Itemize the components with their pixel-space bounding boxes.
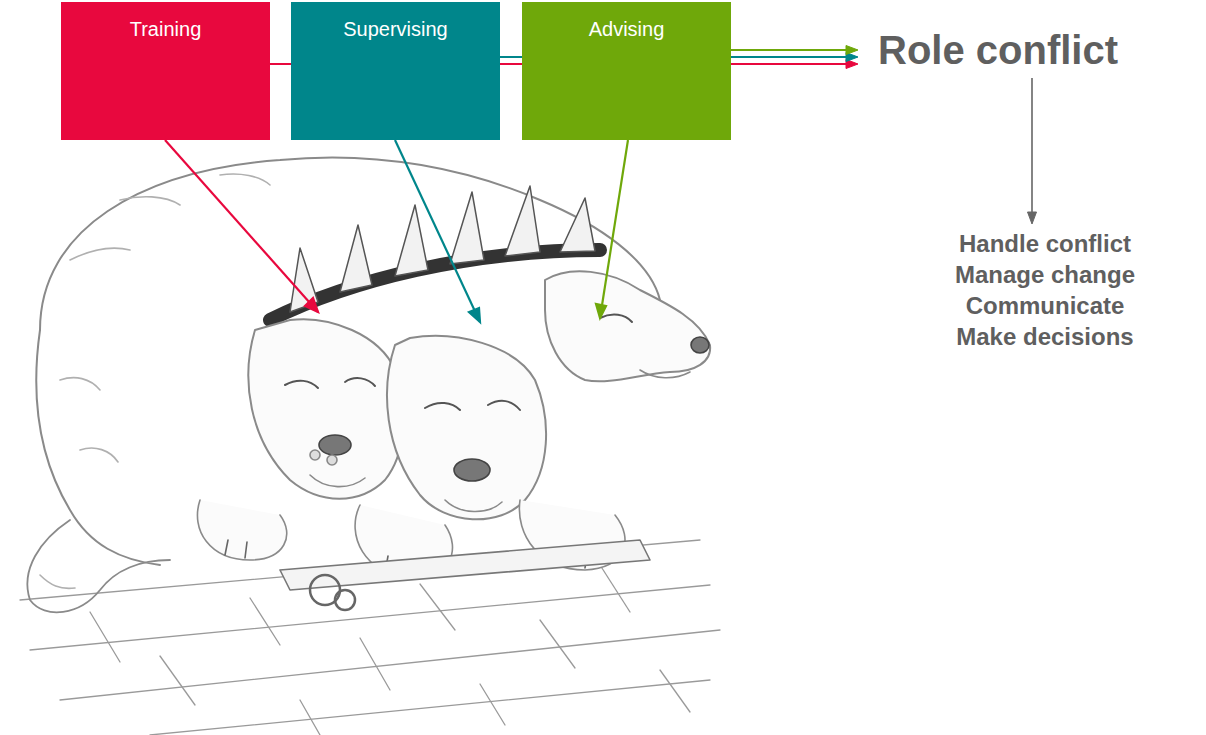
skill-list: Handle conflictManage changeCommunicateM… xyxy=(870,226,1206,354)
head-leader-arrows xyxy=(165,140,628,322)
arrow-head xyxy=(596,304,606,318)
role-box: Supervising xyxy=(291,2,500,140)
connector-arrow xyxy=(731,46,858,55)
node-text: Training xyxy=(61,17,270,41)
role-box: Training xyxy=(61,2,270,140)
connector-line xyxy=(731,49,848,51)
outcome-heading: Role conflict xyxy=(858,24,1206,76)
leader-line xyxy=(600,140,628,318)
node-text: Make decisions xyxy=(870,321,1206,352)
connector-arrow xyxy=(1028,78,1037,224)
arrow-head xyxy=(846,46,858,55)
pencil-sketch xyxy=(20,157,720,735)
node-text: Handle conflict xyxy=(870,228,1206,259)
node-text: Advising xyxy=(522,17,731,41)
arrow-head xyxy=(305,298,318,312)
connector-line xyxy=(1031,78,1033,214)
leader-line xyxy=(395,140,480,322)
node-text: Communicate xyxy=(870,290,1206,321)
role-box: Advising xyxy=(522,2,731,140)
node-text: Role conflict xyxy=(878,27,1206,73)
arrow-head xyxy=(1028,212,1037,224)
leader-line xyxy=(165,140,318,312)
node-text: Manage change xyxy=(870,259,1206,290)
node-text: Supervising xyxy=(291,17,500,41)
arrow-head xyxy=(469,308,480,322)
